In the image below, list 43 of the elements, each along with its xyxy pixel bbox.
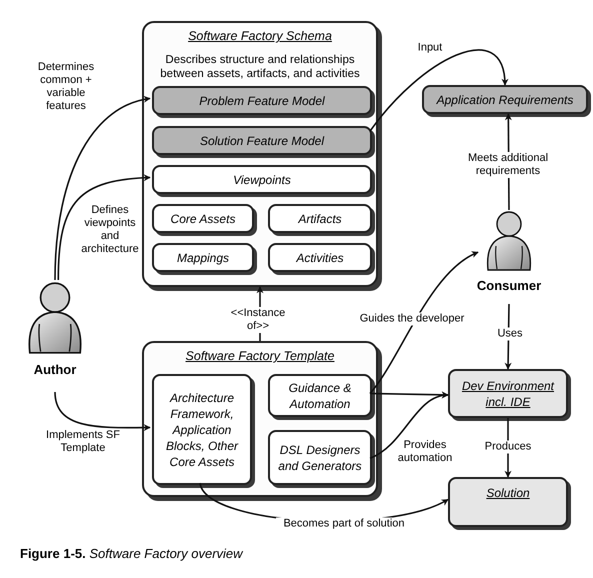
arrow	[58, 174, 151, 280]
rounded-box	[152, 243, 254, 272]
edge-label: Defines viewpoints and architecture	[80, 204, 140, 256]
edge-label: Implements SF Template	[45, 429, 121, 455]
group-description: Describes structure and relationships between assets, artifacts, and activities	[159, 52, 361, 81]
rounded-box	[152, 374, 252, 485]
box-label: Application Requirements	[436, 92, 574, 108]
edge-label: Uses	[495, 328, 525, 340]
rounded-box	[422, 85, 588, 114]
arrow	[369, 49, 508, 132]
rounded-box	[268, 204, 372, 233]
box-label: Problem Feature Model	[199, 92, 325, 108]
rounded-box	[448, 369, 568, 418]
box-label: Guidance & Automation	[288, 380, 352, 412]
rounded-box	[268, 374, 372, 417]
group-title: Software Factory Schema	[187, 29, 333, 45]
rounded-box	[268, 243, 372, 272]
rounded-box	[152, 204, 254, 233]
box-label: Artifacts	[298, 210, 342, 226]
box-label: Viewpoints	[233, 172, 291, 188]
box-label: Dev Environment incl. IDE	[460, 378, 556, 410]
rounded-box	[152, 86, 372, 115]
rounded-box	[152, 165, 372, 194]
person-label: Consumer	[476, 277, 542, 295]
box-label: Architecture Framework, Application Blocks, Other Core Assets	[164, 390, 240, 470]
group-title: Software Factory Template	[184, 349, 336, 365]
box-label: Solution	[486, 485, 530, 501]
box-label: Solution Feature Model	[200, 132, 324, 148]
rounded-box	[152, 126, 372, 155]
arrow	[370, 392, 449, 459]
box-label: DSL Designers and Generators	[277, 442, 363, 474]
rounded-box	[268, 430, 372, 485]
person-label: Author	[34, 361, 76, 379]
arrow	[369, 252, 479, 394]
box-label: Activities	[296, 250, 344, 266]
box-label: Mappings	[176, 250, 230, 266]
rounded-box	[448, 477, 568, 527]
box-label: Core Assets	[170, 210, 236, 226]
edge-label: Determines common + variable features	[36, 61, 96, 113]
edge-label: Provides automation	[396, 439, 454, 465]
caption: Figure 1-5. Software Factory overview	[20, 545, 243, 563]
arrow	[54, 96, 151, 280]
arrow	[54, 392, 151, 432]
